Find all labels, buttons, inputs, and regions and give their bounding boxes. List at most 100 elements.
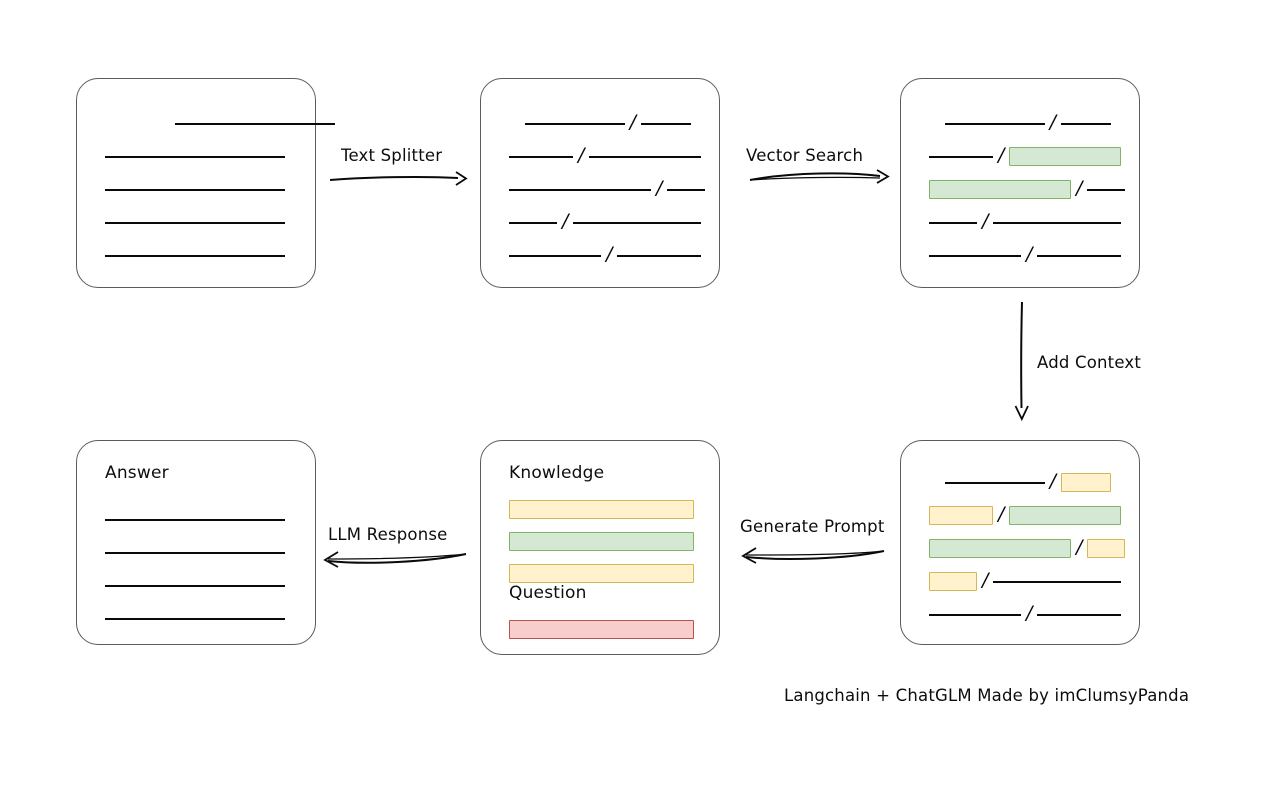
highlighted-chunk-green — [1009, 147, 1122, 166]
chunk-separator-slash: / — [1076, 536, 1083, 558]
chunk-separator-slash: / — [606, 243, 613, 265]
context-added-rows: / / / / / — [901, 466, 1139, 631]
text-line — [524, 122, 625, 125]
chunk-separator-slash: / — [982, 210, 989, 232]
knowledge-bar-yellow-3 — [509, 563, 694, 583]
text-line — [993, 221, 1122, 224]
highlighted-chunk-yellow — [1061, 473, 1111, 492]
text-line — [944, 122, 1045, 125]
question-label: Question — [509, 583, 587, 603]
chunk-separator-slash: / — [656, 177, 663, 199]
text-line — [105, 551, 285, 554]
knowledge-bars — [509, 493, 694, 589]
vector-search-results-rows: ///// — [901, 107, 1139, 272]
llm-response-label: LLM Response — [328, 525, 448, 544]
answer-card: Answer — [76, 440, 316, 645]
text-line — [589, 155, 702, 158]
llm-response-arrow — [323, 551, 467, 568]
prompt-bar-row — [509, 525, 694, 557]
document-row: / — [509, 173, 706, 206]
text-line — [1037, 613, 1122, 616]
highlighted-chunk-green — [929, 180, 1071, 199]
document-row: / — [929, 206, 1122, 239]
vector-search-results-card: ///// — [900, 78, 1140, 288]
question-bar-red-1 — [509, 619, 694, 639]
document-row — [105, 503, 287, 536]
text-line — [105, 188, 285, 191]
prompt-bar-row — [509, 613, 694, 645]
chunk-separator-slash: / — [1049, 470, 1056, 492]
document-row — [105, 536, 287, 569]
document-row — [105, 107, 335, 140]
text-line — [944, 481, 1045, 484]
document-row: / — [929, 565, 1122, 598]
chunk-separator-slash: / — [1076, 177, 1083, 199]
text-line — [105, 584, 285, 587]
document-row — [105, 239, 287, 272]
text-line — [641, 122, 691, 125]
text-line — [509, 254, 601, 257]
question-bars — [509, 613, 694, 645]
generate-prompt-arrow — [741, 547, 885, 564]
source-document-card — [76, 78, 335, 288]
text-line — [667, 188, 706, 191]
document-row: / — [929, 140, 1122, 173]
document-row: / — [509, 107, 691, 140]
add-context-arrow — [1014, 301, 1029, 422]
text-line — [1061, 122, 1111, 125]
document-row — [105, 569, 287, 602]
highlighted-chunk-yellow — [1087, 539, 1126, 558]
text-line — [929, 254, 1021, 257]
vector-search-label: Vector Search — [746, 146, 864, 165]
document-row: / — [509, 239, 702, 272]
knowledge-label: Knowledge — [509, 463, 605, 483]
highlighted-chunk-green — [929, 539, 1071, 558]
text-line — [929, 221, 977, 224]
document-row: / — [929, 499, 1122, 532]
chunk-separator-slash: / — [1026, 243, 1033, 265]
add-context-label: Add Context — [1037, 353, 1142, 372]
text-splitter-arrow — [329, 171, 468, 186]
text-line — [105, 617, 285, 620]
text-line — [105, 221, 285, 224]
text-line — [509, 188, 651, 191]
knowledge-bar-green-2 — [509, 531, 694, 551]
highlighted-chunk-yellow — [929, 572, 977, 591]
document-row: / — [929, 107, 1111, 140]
text-line — [617, 254, 702, 257]
source-document-rows — [77, 107, 335, 272]
text-line — [929, 155, 993, 158]
chunk-separator-slash: / — [982, 569, 989, 591]
prompt-bar-row — [509, 493, 694, 525]
split-chunks-rows: / / / / / — [481, 107, 719, 272]
document-row: / — [929, 466, 1111, 499]
chunk-separator-slash: / — [1026, 602, 1033, 624]
text-line — [1087, 188, 1126, 191]
document-row: / — [929, 173, 1126, 206]
chunk-separator-slash: / — [578, 144, 585, 166]
text-line — [175, 122, 335, 125]
text-line — [993, 580, 1122, 583]
generated-prompt-card: Knowledge Question — [480, 440, 720, 655]
diagram-caption: Langchain + ChatGLM Made by imClumsyPand… — [784, 686, 1190, 705]
generate-prompt-label: Generate Prompt — [740, 517, 885, 536]
document-row — [105, 140, 287, 173]
text-splitter-label: Text Splitter — [341, 146, 443, 165]
text-line — [105, 254, 285, 257]
chunk-separator-slash: / — [629, 111, 636, 133]
document-row: / — [929, 532, 1126, 565]
document-row: / — [509, 206, 702, 239]
document-row — [105, 173, 287, 206]
split-chunks-card: / / / / / — [480, 78, 720, 288]
text-line — [929, 613, 1021, 616]
text-line — [509, 221, 557, 224]
text-line — [105, 518, 285, 521]
text-line — [1037, 254, 1122, 257]
highlighted-chunk-green — [1009, 506, 1122, 525]
text-line — [509, 155, 573, 158]
text-line — [105, 155, 285, 158]
document-row — [105, 206, 287, 239]
highlighted-chunk-yellow — [929, 506, 993, 525]
document-row: / — [929, 239, 1122, 272]
answer-rows — [77, 503, 315, 635]
